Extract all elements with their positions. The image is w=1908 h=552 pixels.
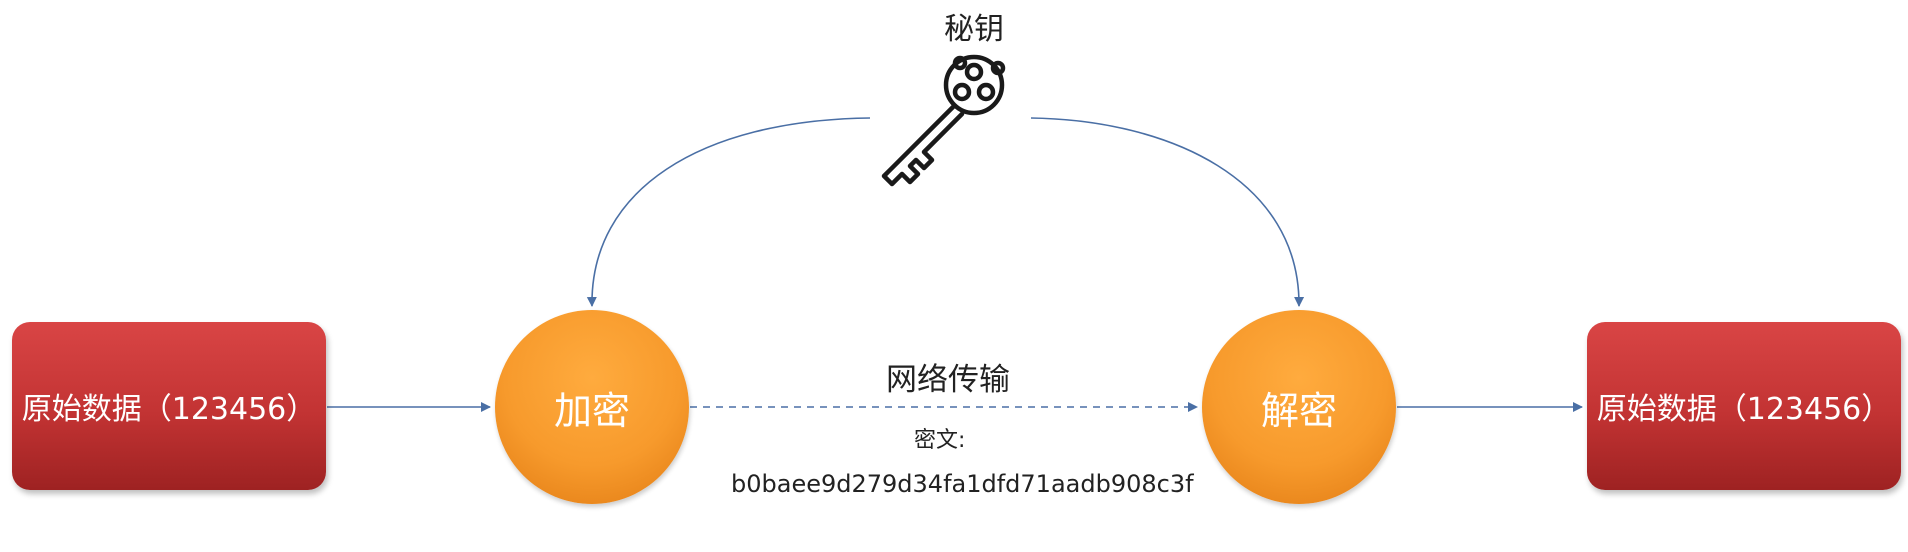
ciphertext-value: b0baee9d279d34fa1dfd71aadb908c3f xyxy=(731,470,1194,498)
target-data-label: 原始数据（123456） xyxy=(1596,392,1892,427)
source-data-label: 原始数据（123456） xyxy=(21,392,317,427)
ciphertext-label: 密文: xyxy=(914,428,966,453)
target-data-box: 原始数据（123456） xyxy=(1587,322,1901,490)
encrypt-label: 加密 xyxy=(553,388,630,433)
key-icon xyxy=(881,54,1006,187)
decrypt-node: 解密 xyxy=(1202,310,1396,504)
key-to-encrypt-arrow xyxy=(586,117,871,307)
encrypt-node: 加密 xyxy=(495,310,689,504)
key-label: 秘钥 xyxy=(944,12,1004,47)
decrypt-label: 解密 xyxy=(1260,388,1337,433)
source-data-box: 原始数据（123456） xyxy=(12,322,326,490)
key-to-decrypt-arrow xyxy=(1030,117,1305,307)
network-transfer-label: 网络传输 xyxy=(886,362,1010,398)
